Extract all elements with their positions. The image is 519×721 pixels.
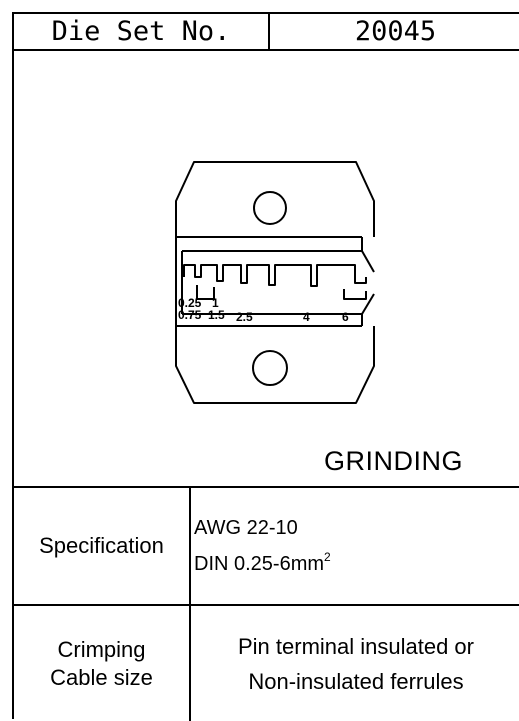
drawing-bottom-rule [14, 486, 519, 488]
awg-range: AWG 22-10 [194, 517, 298, 539]
header-bottom-rule [14, 49, 519, 51]
size-label: 4 [303, 310, 310, 324]
size-label: 0.75 [178, 308, 202, 322]
size-label: 2.5 [236, 310, 253, 324]
size-label: 6 [342, 310, 349, 324]
upper-die-outline [175, 161, 375, 237]
die-spec-sheet: Die Set No. 20045 [12, 12, 519, 721]
die-set-label: Die Set No. [51, 16, 231, 47]
din-range: DIN 0.25-6mm2 [194, 550, 331, 575]
die-set-number: 20045 [354, 16, 437, 47]
die-drawing: 0.25 1 0.75 1.5 2.5 4 6 [175, 161, 375, 404]
upper-hole-icon [253, 191, 287, 225]
superscript: 2 [324, 550, 331, 564]
size-label: 1.5 [208, 308, 225, 322]
crimping-values: Pin terminal insulated or Non-insulated … [237, 633, 474, 694]
specification-values: AWG 22-10 DIN 0.25-6mm2 [194, 510, 331, 584]
crimping-label: Crimping Cable size [50, 636, 153, 690]
size-label: 0.25 [178, 296, 202, 310]
crimp-profile [183, 264, 367, 287]
lower-hole-icon [252, 350, 288, 386]
process-label: GRINDING [324, 446, 463, 476]
header-divider [268, 14, 270, 51]
lower-die-outline [175, 326, 375, 404]
specification-label: Specification [39, 533, 164, 558]
size-label: 1 [212, 296, 219, 310]
spec-bottom-rule [14, 604, 519, 606]
die-drawing-area: 0.25 1 0.75 1.5 2.5 4 6 [14, 51, 519, 486]
